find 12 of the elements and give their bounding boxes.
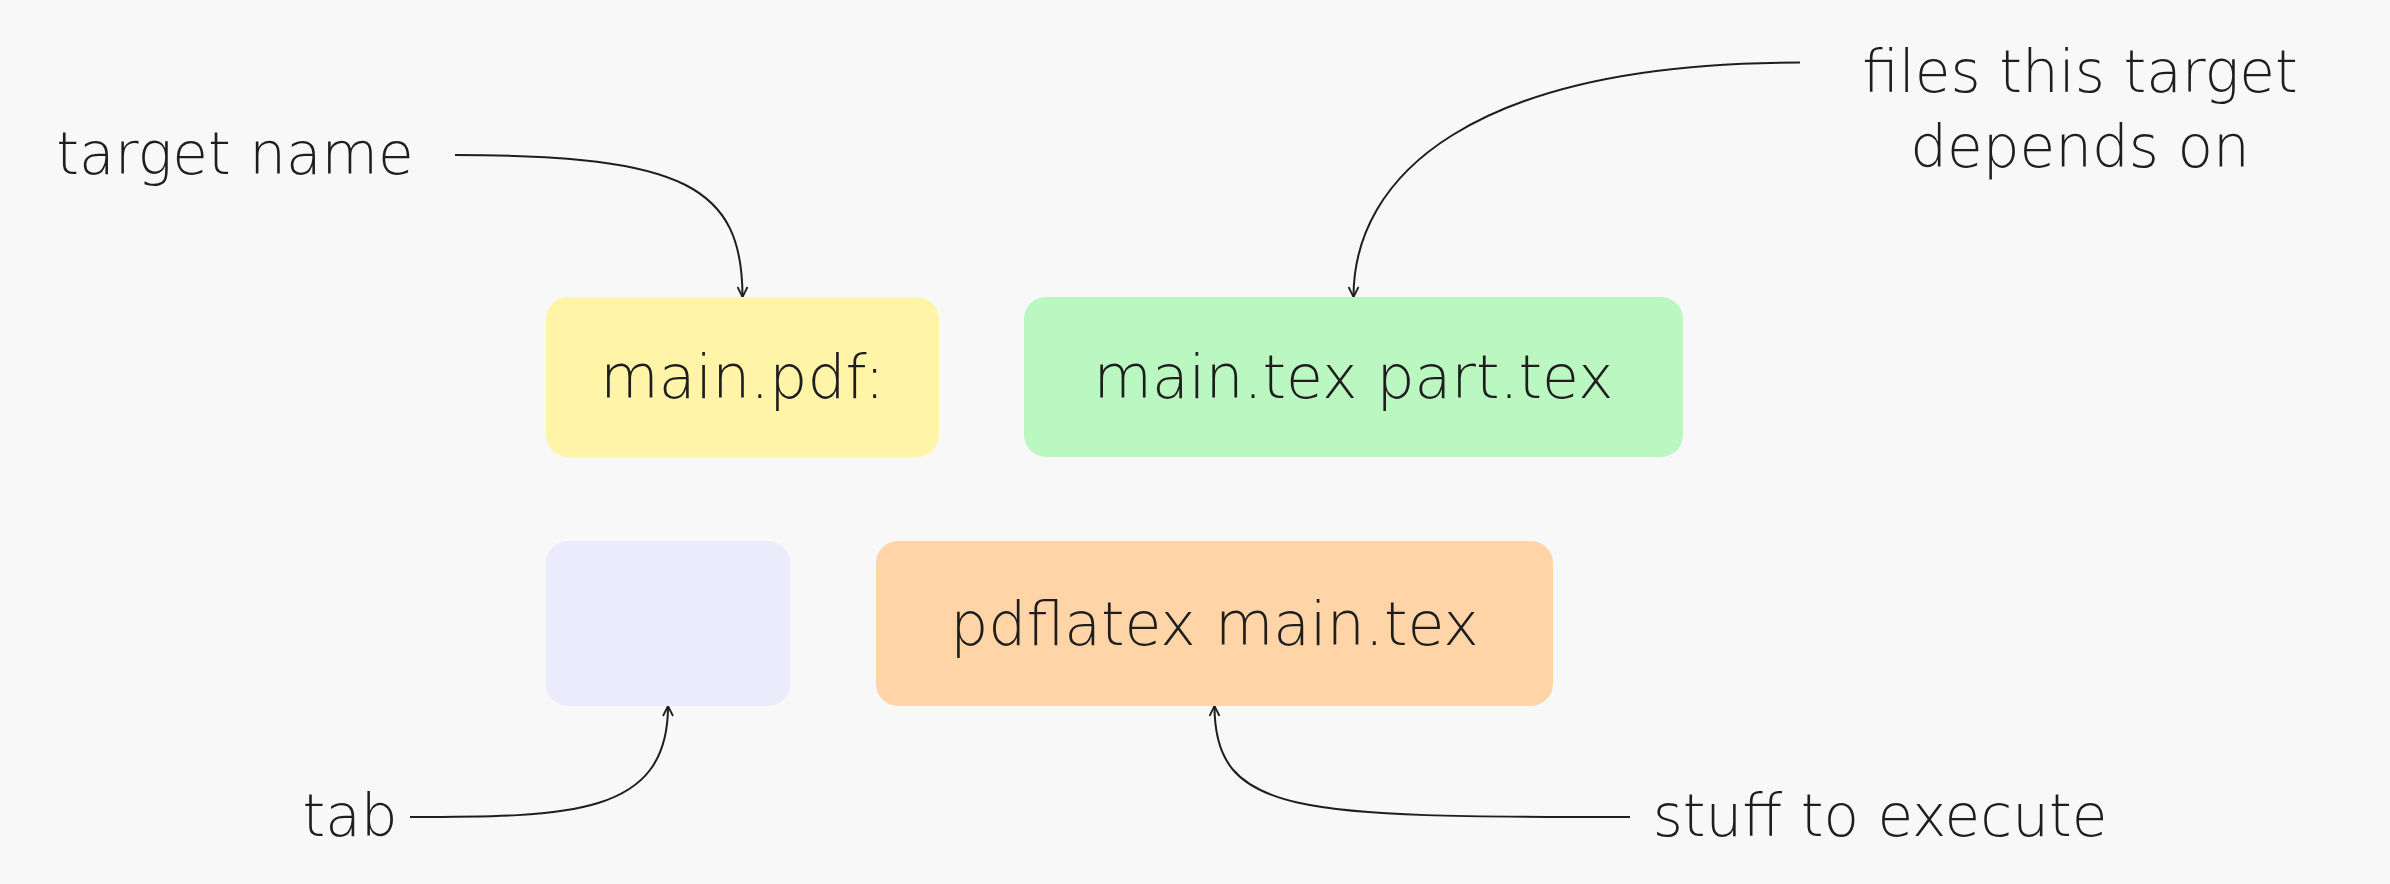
code-block: pdflatex main.tex	[876, 541, 1553, 706]
arrow	[454, 154, 748, 298]
code-block: main.pdf:	[546, 297, 939, 457]
annotation-text: target name	[15, 112, 455, 198]
arrow	[1348, 61, 1801, 298]
code-block: main.tex part.tex	[1024, 297, 1683, 457]
annotation-text: stuff to execute	[1630, 777, 2130, 857]
annotation-text: tab	[290, 777, 410, 857]
arrow	[1209, 705, 1631, 818]
arrow	[409, 705, 674, 818]
tab-block	[546, 541, 790, 706]
annotation-text: files this target depends on	[1800, 15, 2360, 205]
